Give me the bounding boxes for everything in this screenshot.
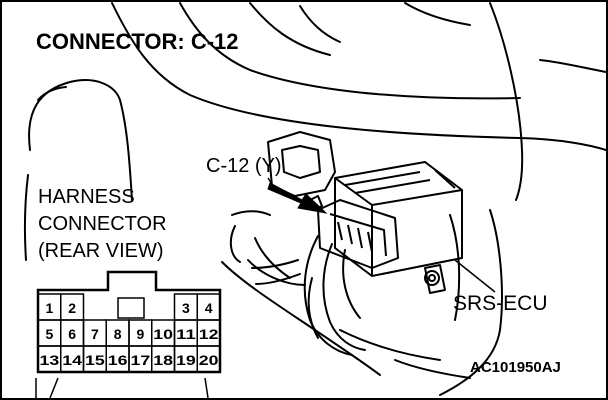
pin-label: 10 bbox=[153, 326, 173, 342]
pin-label: 1 bbox=[45, 300, 53, 316]
seat-outline bbox=[23, 79, 133, 261]
pin-label: 16 bbox=[108, 352, 128, 368]
srs-ecu-label: SRS-ECU bbox=[453, 292, 548, 315]
pin-label: 3 bbox=[182, 300, 190, 316]
pin-label: 9 bbox=[136, 326, 144, 342]
pin-label: 14 bbox=[62, 352, 82, 368]
connector-wires bbox=[35, 377, 209, 399]
pin-label: 5 bbox=[45, 326, 53, 342]
page-title: CONNECTOR: C-12 bbox=[36, 29, 239, 54]
srs-ecu-box bbox=[334, 161, 463, 294]
pin-label: 18 bbox=[153, 352, 173, 368]
connector-callout-label: C-12 (Y) bbox=[206, 155, 282, 177]
pin-label: 7 bbox=[91, 326, 99, 342]
connector-latch bbox=[117, 297, 145, 319]
pin-label: 13 bbox=[40, 352, 60, 368]
pin-label: 2 bbox=[68, 300, 76, 316]
pointer-arrow bbox=[267, 182, 328, 214]
dashboard-outline bbox=[111, 2, 607, 201]
harness-label-line: (REAR VIEW) bbox=[38, 240, 164, 262]
pin-label: 11 bbox=[176, 326, 196, 342]
pin-cell bbox=[196, 345, 221, 373]
leader-lines bbox=[267, 177, 496, 293]
c12-connector bbox=[317, 199, 399, 269]
pin-label: 4 bbox=[205, 300, 213, 316]
pin-label: 6 bbox=[68, 326, 76, 342]
floor-tunnel bbox=[221, 209, 503, 396]
pin-label: 15 bbox=[85, 352, 105, 368]
harness-label-line: HARNESS bbox=[38, 186, 135, 208]
harness-connector-label: HARNESS CONNECTOR (REAR VIEW) bbox=[38, 184, 167, 265]
pin-label: 20 bbox=[199, 352, 219, 368]
pin-label: 12 bbox=[199, 326, 219, 342]
harness-label-line: CONNECTOR bbox=[38, 213, 167, 235]
wire-harness bbox=[229, 225, 366, 356]
pin-label: 17 bbox=[131, 352, 151, 368]
pin-label: 8 bbox=[114, 326, 122, 342]
figure-code: AC101950AJ bbox=[470, 359, 561, 376]
pin-label: 19 bbox=[176, 352, 196, 368]
